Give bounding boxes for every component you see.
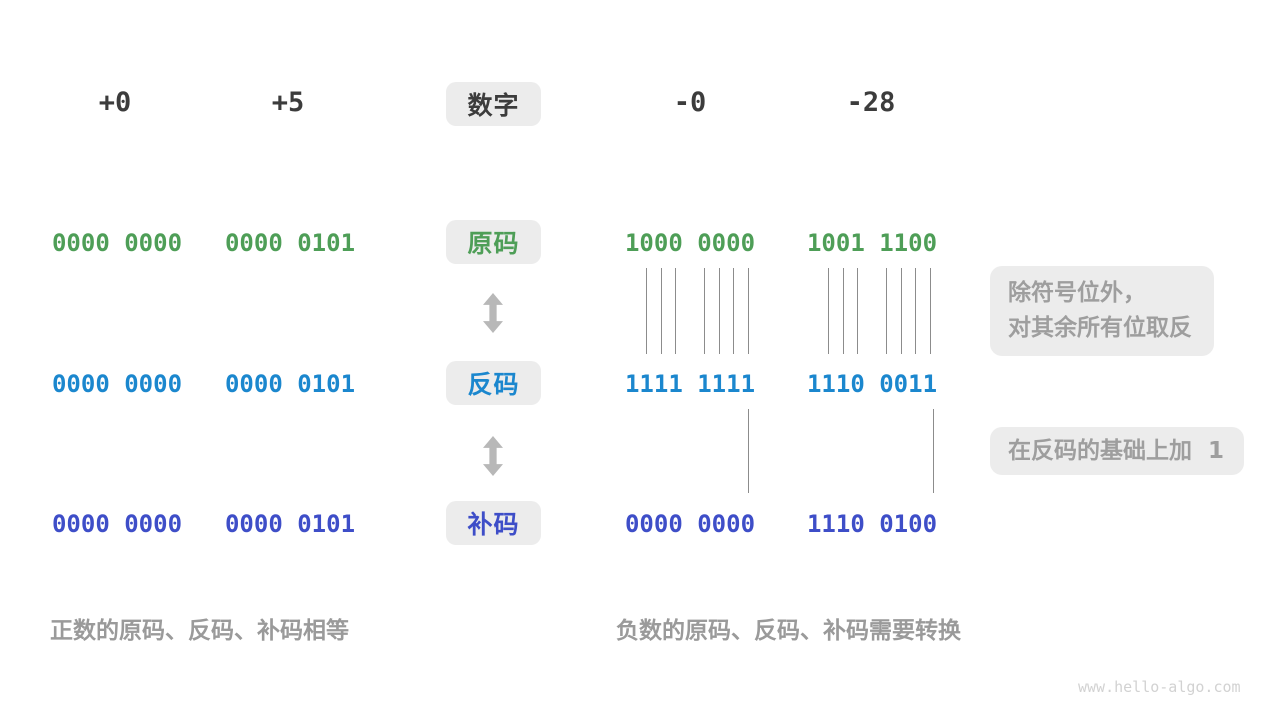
bit-connector-line: [886, 268, 887, 354]
bit-connector-line: [719, 268, 720, 354]
bit-connector-line: [843, 268, 844, 354]
number-label-plus-five: +5: [271, 87, 305, 118]
bit-connector-line: [930, 268, 931, 354]
ones-complement-of-minus-zero: 1111 1111: [624, 370, 756, 398]
sign-magnitude-of-minus-twenty-eight: 1001 1100: [806, 229, 938, 257]
bit-connector-line: [857, 268, 858, 354]
ones-complement-of-plus-five: 0000 0101: [224, 370, 356, 398]
tag-sign-magnitude: 原码: [446, 220, 541, 264]
number-label-minus-twenty-eight: -28: [846, 87, 896, 118]
tag-ones-complement: 反码: [446, 361, 541, 405]
twos-complement-of-minus-twenty-eight: 1110 0100: [806, 510, 938, 538]
caption-positive-numbers: 正数的原码、反码、补码相等: [50, 618, 349, 644]
caption-negative-numbers: 负数的原码、反码、补码需要转换: [616, 618, 961, 644]
bit-connector-line: [828, 268, 829, 354]
tag-number: 数字: [446, 82, 541, 126]
number-label-minus-zero: -0: [673, 87, 707, 118]
sign-magnitude-of-plus-five: 0000 0101: [224, 229, 356, 257]
bit-connector-line: [915, 268, 916, 354]
watermark: www.hello-algo.com: [1078, 678, 1241, 696]
bit-connector-line: [933, 409, 934, 493]
twos-complement-of-minus-zero: 0000 0000: [624, 510, 756, 538]
sign-magnitude-of-minus-zero: 1000 0000: [624, 229, 756, 257]
bit-connector-line: [704, 268, 705, 354]
double-arrow-icon: [481, 436, 505, 476]
bit-connector-line: [748, 409, 749, 493]
bit-connector-line: [661, 268, 662, 354]
twos-complement-of-plus-five: 0000 0101: [224, 510, 356, 538]
number-label-plus-zero: +0: [98, 87, 132, 118]
bit-connector-line: [901, 268, 902, 354]
twos-complement-of-plus-zero: 0000 0000: [51, 510, 183, 538]
note-invert-bits: 除符号位外， 对其余所有位取反: [990, 266, 1214, 356]
bit-connector-line: [733, 268, 734, 354]
ones-complement-of-plus-zero: 0000 0000: [51, 370, 183, 398]
double-arrow-icon: [481, 293, 505, 333]
bit-connector-line: [646, 268, 647, 354]
bit-connector-line: [748, 268, 749, 354]
sign-magnitude-of-plus-zero: 0000 0000: [51, 229, 183, 257]
note-add-one: 在反码的基础上加 1: [990, 427, 1244, 475]
bit-connector-line: [675, 268, 676, 354]
ones-complement-of-minus-twenty-eight: 1110 0011: [806, 370, 938, 398]
tag-twos-complement: 补码: [446, 501, 541, 545]
